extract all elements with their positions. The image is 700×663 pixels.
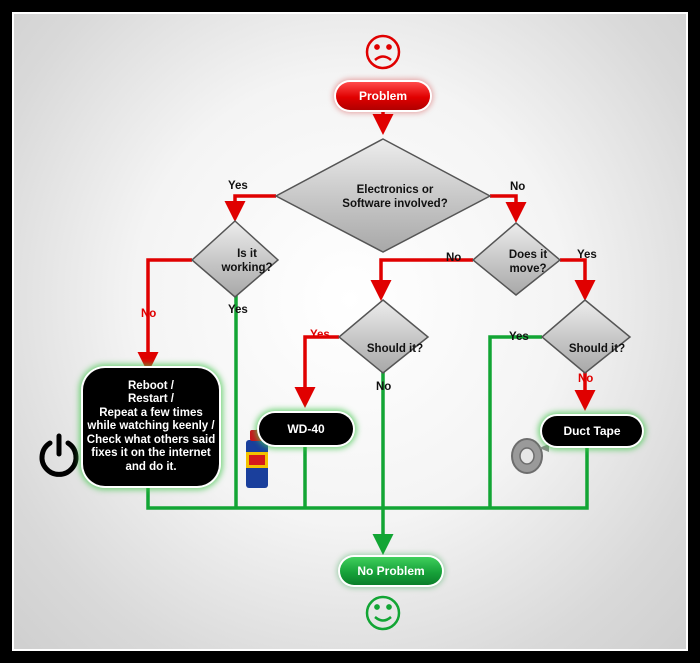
arrow-no-to-should-left: [370, 258, 473, 301]
label-no-move: No: [446, 252, 462, 264]
should-it-right-question: Should it?: [568, 343, 626, 355]
label-yes-working: Yes: [228, 304, 248, 316]
duct-tape-roll-icon: [511, 438, 549, 474]
line-yes-should-right: [488, 335, 542, 508]
no-problem-node: No Problem: [340, 557, 442, 585]
label-no-should-right: No: [578, 373, 594, 385]
electronics-question: Electronics or Software involved?: [342, 184, 448, 210]
arrow-yes-to-wd40: [294, 335, 339, 408]
reboot-line-7: and do it.: [125, 460, 177, 473]
working-question: Is it working?: [221, 248, 273, 274]
move-question: Does it move?: [508, 249, 548, 275]
arrow-yes-to-working: [224, 194, 276, 222]
should-it-left-question: Should it?: [366, 343, 424, 355]
reboot-line-2: Restart /: [127, 393, 175, 406]
duct-tape-node: Duct Tape: [542, 416, 642, 446]
reboot-line-4: while watching keenly /: [87, 420, 215, 433]
flowchart-canvas: Problem Reboot / Restart / Repeat a few …: [12, 12, 688, 651]
diamond-electronics: [274, 138, 492, 253]
label-yes-electronics: Yes: [228, 180, 248, 192]
reboot-line-5: Check what others said: [86, 433, 216, 446]
diamond-working: [190, 219, 280, 298]
label-yes-move: Yes: [577, 249, 597, 261]
problem-node: Problem: [336, 82, 430, 110]
arrow-no-to-reboot: [137, 258, 192, 373]
label-no-electronics: No: [510, 181, 526, 193]
reboot-line-3: Repeat a few times: [99, 406, 203, 419]
label-yes-should-left: Yes: [310, 329, 330, 341]
label-no-should-left: No: [376, 381, 392, 393]
line-bottom-bus: [146, 446, 589, 510]
sad-face-icon: [365, 34, 401, 70]
power-icon: [39, 433, 79, 477]
wd40-can-icon: [246, 423, 271, 488]
diamond-should-left: [337, 299, 430, 374]
happy-face-icon: [365, 595, 401, 631]
arrow-no-to-move: [490, 194, 527, 223]
label-no-working: No: [141, 308, 157, 320]
reboot-line-6: fixes it on the internet: [91, 447, 211, 460]
reboot-line-1: Reboot /: [128, 380, 174, 393]
wd40-node: WD-40: [259, 413, 353, 445]
reboot-node: Reboot / Restart / Repeat a few times wh…: [83, 368, 219, 486]
arrow-yes-to-should-right: [560, 258, 596, 301]
diamond-move: [471, 222, 562, 296]
flowchart-lines: [39, 34, 632, 631]
diamond-should-right: [540, 299, 632, 374]
label-yes-should-right: Yes: [509, 331, 529, 343]
